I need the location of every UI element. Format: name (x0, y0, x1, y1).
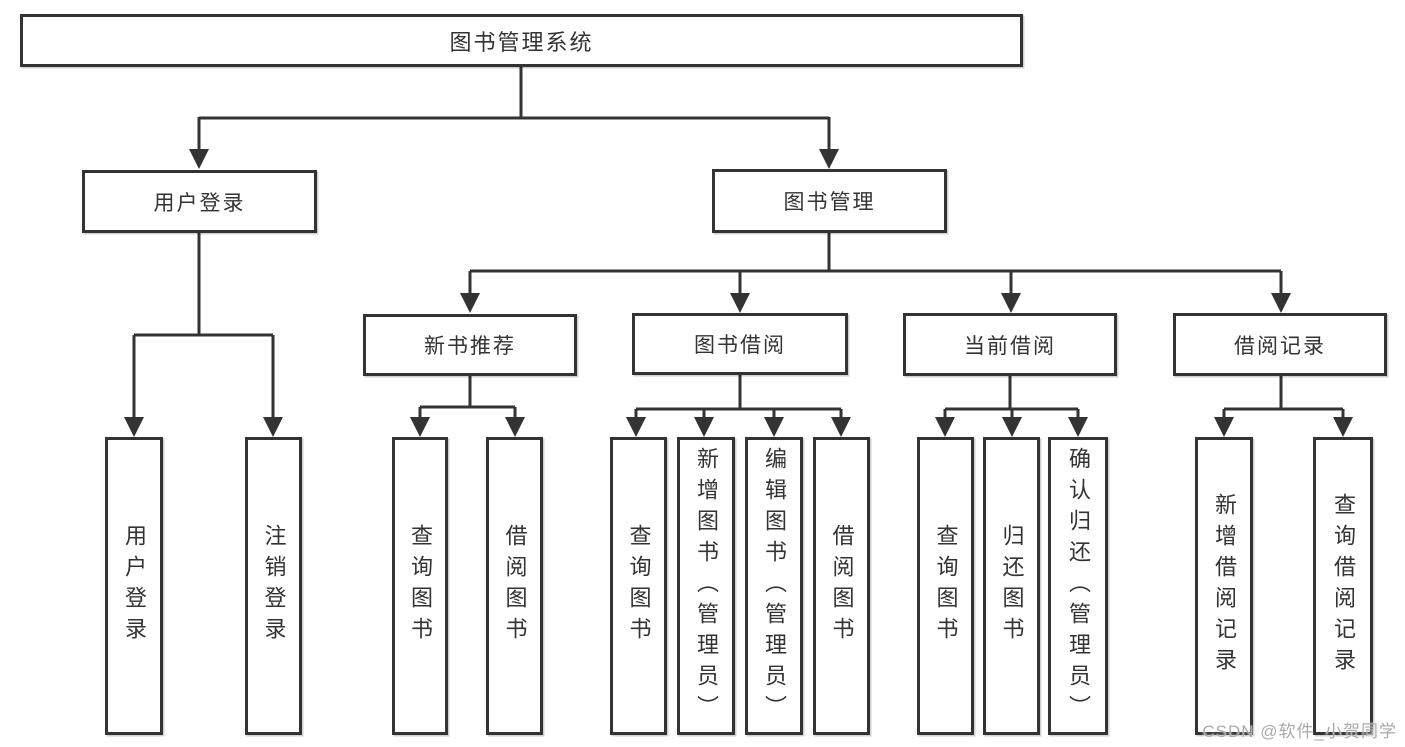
leaf-br-query-record-label: 查询借阅记录 (1331, 493, 1356, 679)
leaf-logout: 注销登录 (245, 437, 302, 735)
connector-path-6 (1222, 376, 1345, 419)
leaf-nb-borrow-books-label: 借阅图书 (502, 524, 528, 648)
leaf-nb-query-books: 查询图书 (392, 437, 448, 735)
arrowhead-down-icon (694, 417, 714, 437)
watermark: CSDN @软件_小贺同学 (1202, 722, 1397, 741)
leaf-logout-label: 注销登录 (261, 524, 287, 648)
node-new-book-rec-label: 新书推荐 (424, 335, 516, 358)
node-user-login: 用户登录 (82, 170, 317, 233)
leaf-cb-return-books: 归还图书 (983, 437, 1040, 735)
arrowhead-down-icon (1214, 417, 1234, 437)
node-borrow-records: 借阅记录 (1173, 313, 1387, 376)
node-book-borrow-label: 图书借阅 (694, 334, 786, 357)
node-root-label: 图书管理系统 (449, 29, 594, 55)
leaf-cb-return-books-label: 归还图书 (999, 524, 1025, 648)
node-book-mgmt-label: 图书管理 (783, 191, 876, 214)
node-borrow-records-label: 借阅记录 (1234, 334, 1326, 358)
arrowhead-down-icon (1001, 293, 1021, 313)
leaf-bb-borrow-books: 借阅图书 (813, 437, 870, 735)
leaf-bb-edit-books-admin-label: 编辑图书（管理员） (762, 446, 787, 726)
leaf-cb-confirm-return-admin-label: 确认归还（管理员） (1066, 446, 1091, 726)
arrowhead-down-icon (1002, 417, 1022, 437)
leaf-nb-borrow-books: 借阅图书 (486, 437, 543, 735)
leaf-br-query-record: 查询借阅记录 (1313, 437, 1373, 735)
connector-path-0 (197, 67, 831, 151)
leaf-cb-confirm-return-admin: 确认归还（管理员） (1048, 437, 1108, 735)
connector-path-5 (943, 376, 1080, 419)
arrowhead-down-icon (1068, 417, 1088, 437)
arrowhead-down-icon (935, 417, 955, 437)
leaf-br-add-record-label: 新增借阅记录 (1212, 493, 1237, 679)
node-new-book-rec: 新书推荐 (363, 314, 577, 376)
connector-path-1 (132, 233, 275, 419)
arrowhead-down-icon (460, 293, 480, 313)
node-root: 图书管理系统 (20, 14, 1023, 67)
leaf-bb-query-books: 查询图书 (610, 437, 667, 735)
leaf-cb-query-books: 查询图书 (917, 437, 974, 735)
leaf-bb-borrow-books-label: 借阅图书 (829, 524, 855, 648)
arrowhead-down-icon (730, 293, 750, 313)
arrowhead-down-icon (189, 149, 209, 169)
node-current-borrow: 当前借阅 (903, 313, 1117, 376)
leaf-user-login: 用户登录 (105, 437, 163, 735)
connector-path-2 (468, 233, 1283, 295)
leaf-bb-query-books-label: 查询图书 (626, 524, 652, 648)
arrowhead-down-icon (1333, 417, 1353, 437)
arrowhead-down-icon (410, 417, 430, 437)
leaf-bb-add-books-admin-label: 新增图书（管理员） (694, 446, 719, 726)
leaf-bb-edit-books-admin: 编辑图书（管理员） (745, 437, 803, 735)
leaf-bb-add-books-admin: 新增图书（管理员） (677, 437, 735, 735)
node-book-mgmt: 图书管理 (712, 169, 947, 233)
arrowhead-down-icon (819, 149, 839, 169)
leaf-br-add-record: 新增借阅记录 (1195, 437, 1253, 735)
node-current-borrow-label: 当前借阅 (964, 334, 1056, 358)
leaf-user-login-label: 用户登录 (122, 524, 147, 648)
arrowhead-down-icon (505, 417, 525, 437)
connector-path-4 (634, 375, 843, 419)
arrowhead-down-icon (764, 417, 784, 437)
connector-path-3 (418, 376, 517, 419)
leaf-nb-query-books-label: 查询图书 (408, 524, 433, 648)
arrowhead-down-icon (626, 417, 646, 437)
node-user-login-label: 用户登录 (153, 191, 246, 215)
arrowhead-down-icon (1271, 293, 1291, 313)
leaf-cb-query-books-label: 查询图书 (933, 524, 959, 648)
arrowhead-down-icon (263, 417, 283, 437)
arrowhead-down-icon (831, 417, 851, 437)
node-book-borrow: 图书借阅 (632, 313, 848, 375)
arrowhead-down-icon (124, 417, 144, 437)
